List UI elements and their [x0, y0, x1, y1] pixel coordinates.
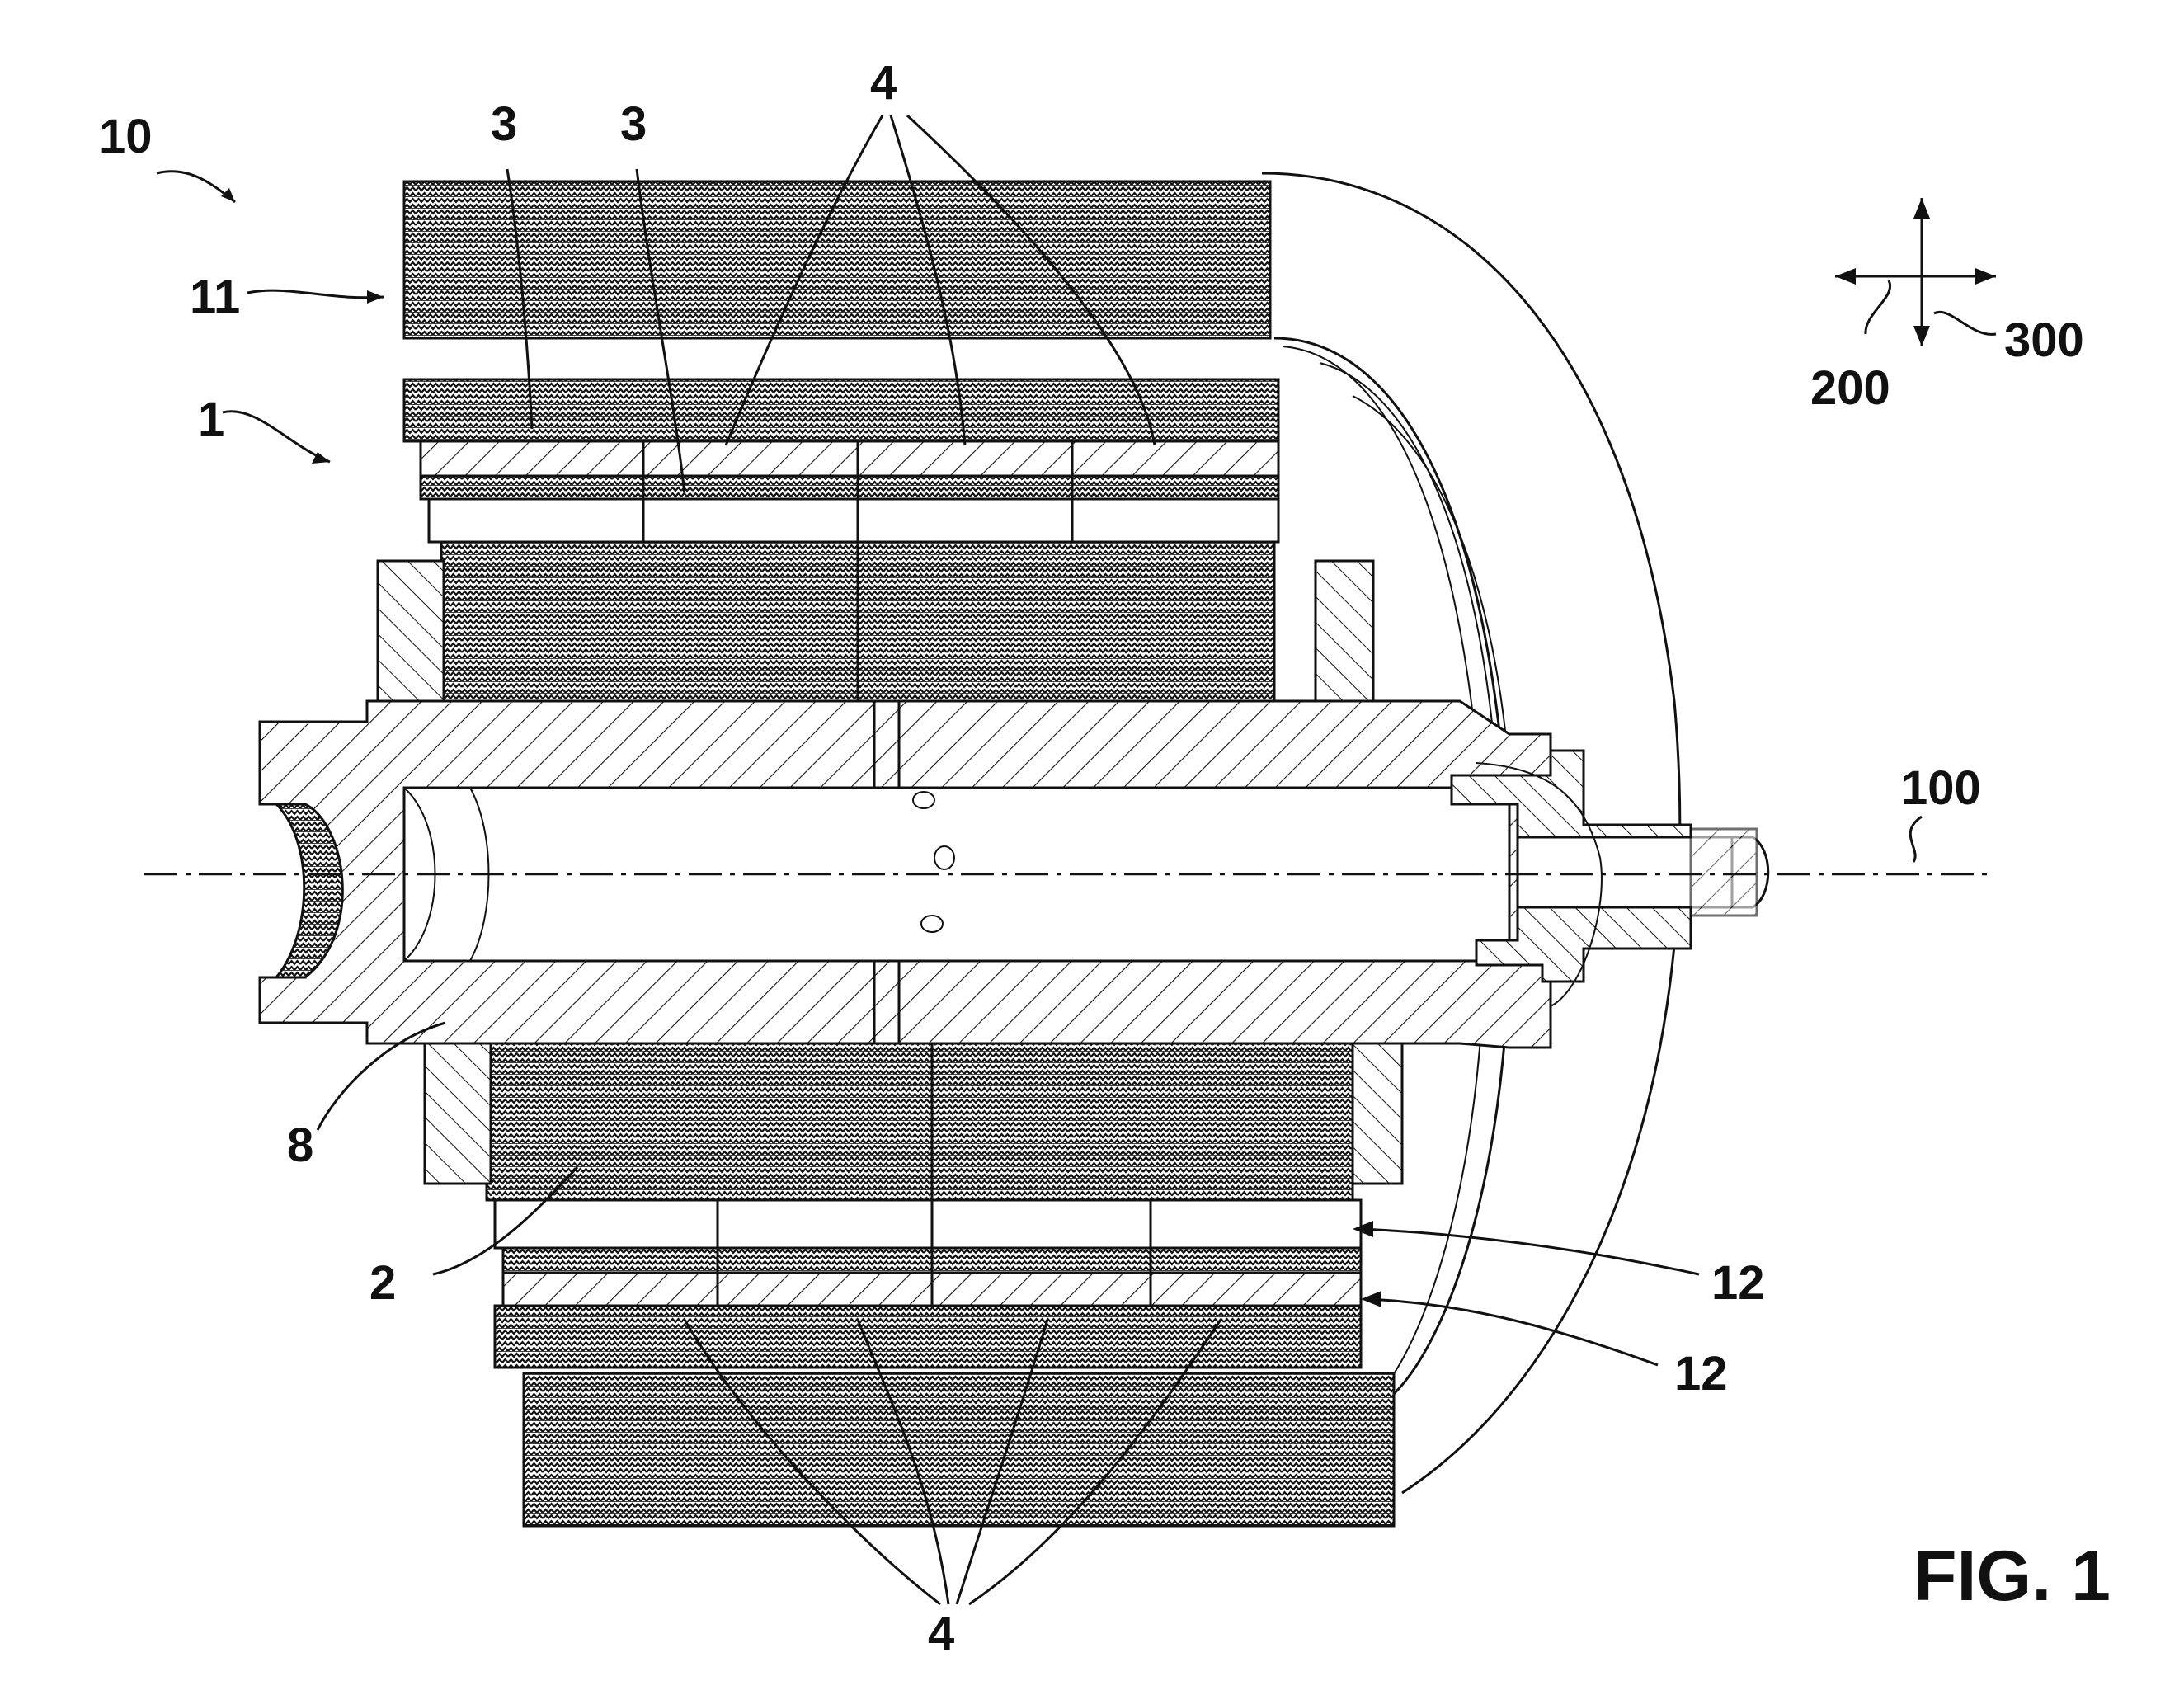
ref-label-11: 11	[190, 271, 240, 324]
ref-label-4-top: 4	[870, 56, 897, 110]
ref-label-10: 10	[99, 110, 153, 163]
ref-label-12a: 12	[1711, 1256, 1765, 1310]
ref-label-100: 100	[1901, 761, 1981, 815]
stator-upper	[402, 180, 1272, 340]
ref-label-4-bottom: 4	[928, 1607, 954, 1660]
figure-label: FIG. 1	[1913, 1537, 2111, 1616]
rotor-upper	[402, 378, 1280, 704]
stator-lower	[522, 1372, 1396, 1528]
leader-lines	[156, 114, 1923, 1606]
ref-label-8: 8	[287, 1118, 313, 1172]
ref-label-2: 2	[369, 1256, 396, 1310]
shaft-coupling	[1450, 749, 1770, 1007]
ref-label-3b: 3	[620, 97, 647, 151]
ref-label-3a: 3	[491, 97, 517, 151]
ref-label-1: 1	[198, 393, 224, 446]
end-plates	[376, 559, 1404, 1185]
direction-arrows	[1835, 198, 1997, 346]
ref-label-200: 200	[1810, 361, 1890, 415]
ref-label-12b: 12	[1674, 1347, 1728, 1401]
ref-label-300: 300	[2004, 313, 2084, 367]
rotor-lower	[485, 1042, 1363, 1369]
